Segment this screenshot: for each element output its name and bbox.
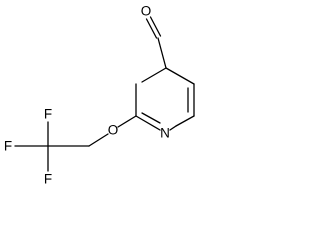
bond-o-ch2 xyxy=(88,133,109,147)
chemical-structure: O O N F F F xyxy=(4,4,195,187)
bond-c3-c4 xyxy=(165,67,195,85)
atom-label-aldehyde-oxygen: O xyxy=(141,4,152,19)
ether-linkage xyxy=(47,115,137,147)
bond-cho-ring xyxy=(157,37,167,69)
bond-ring-o xyxy=(117,115,137,128)
bond-cho-c-o-double-a xyxy=(145,18,158,39)
pyridine-ring xyxy=(135,67,195,131)
atom-label-fluorine-bottom: F xyxy=(44,172,52,187)
bond-c5-c6 xyxy=(175,115,195,127)
atom-label-fluorine-left: F xyxy=(4,139,12,154)
aldehyde-group xyxy=(145,16,167,69)
atom-label-ring-nitrogen: N xyxy=(160,126,170,141)
atom-label-ether-oxygen: O xyxy=(108,123,119,138)
bond-c6-n xyxy=(169,125,177,131)
bond-cho-c-o-double-b xyxy=(149,16,162,37)
trifluoromethyl-group xyxy=(14,121,49,172)
bond-n-c2 xyxy=(135,115,161,131)
atom-label-fluorine-top: F xyxy=(44,107,52,122)
bond-n-c2-inner xyxy=(141,112,161,124)
bond-c3-c4-inner xyxy=(141,67,167,83)
